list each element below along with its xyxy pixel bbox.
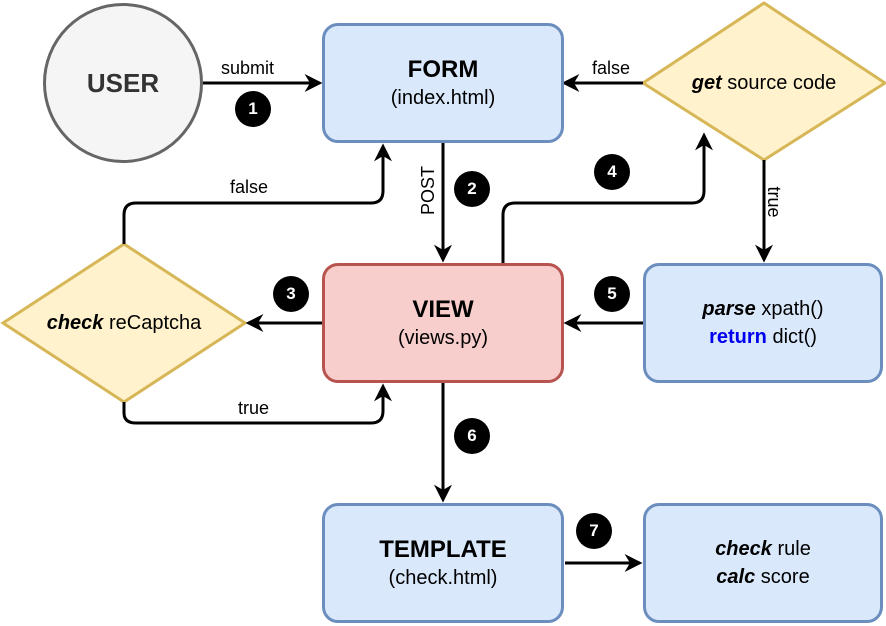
true-label-right: true: [764, 186, 784, 218]
post-label: POST: [418, 165, 438, 215]
calc-text: score: [755, 566, 810, 588]
submit-label: submit: [221, 58, 275, 78]
step-6-badge: 6: [454, 418, 490, 454]
view-subtitle: (views.py): [397, 327, 488, 349]
template-node: TEMPLATE (check.html): [322, 503, 564, 623]
return-text: dict(): [766, 326, 817, 348]
true-label-left: true: [238, 398, 270, 418]
step-2-badge: 2: [454, 171, 490, 207]
view-title: VIEW: [412, 296, 474, 323]
false-label-left: false: [230, 177, 269, 197]
calc-keyword: calc: [716, 566, 756, 588]
form-subtitle: (index.html): [390, 87, 496, 109]
check-keyword: check: [46, 311, 104, 334]
check-rule-text: rule: [771, 538, 811, 560]
parse-text: xpath(): [755, 298, 824, 320]
check-rule-keyword: check: [715, 538, 772, 560]
check-recaptcha-label: check reCaptcha: [3, 303, 245, 343]
template-subtitle: (check.html): [388, 567, 498, 589]
check-rule-line-1: check rule: [715, 535, 811, 563]
user-label: USER: [86, 67, 160, 98]
step-4-badge: 4: [594, 154, 630, 190]
user-node: USER: [43, 3, 203, 163]
get-source-text: source code: [721, 71, 837, 94]
parse-line-1: parse xpath(): [702, 295, 823, 323]
parse-keyword: parse: [702, 298, 756, 320]
step-7-badge: 7: [576, 513, 612, 549]
step-3-badge: 3: [273, 276, 309, 312]
form-title: FORM: [407, 56, 479, 83]
edge-check-false-to-form: [122, 143, 392, 244]
form-node: FORM (index.html): [322, 23, 564, 143]
check-rule-node: check rule calc score: [643, 503, 883, 623]
check-rule-line-2: calc score: [716, 563, 809, 591]
step-1-badge: 1: [235, 91, 271, 127]
get-source-label: get source code: [643, 63, 885, 103]
parse-line-2: return dict(): [709, 323, 817, 351]
edge-check-true-to-view: [122, 383, 392, 425]
template-title: TEMPLATE: [379, 536, 507, 563]
step-5-badge: 5: [594, 276, 630, 312]
view-node: VIEW (views.py): [322, 263, 564, 383]
get-keyword: get: [691, 71, 722, 94]
false-label-top: false: [592, 58, 631, 78]
return-keyword: return: [709, 326, 767, 348]
edge-view-to-get: [501, 132, 713, 263]
recaptcha-text: reCaptcha: [103, 311, 202, 334]
parse-node: parse xpath() return dict(): [643, 263, 883, 383]
